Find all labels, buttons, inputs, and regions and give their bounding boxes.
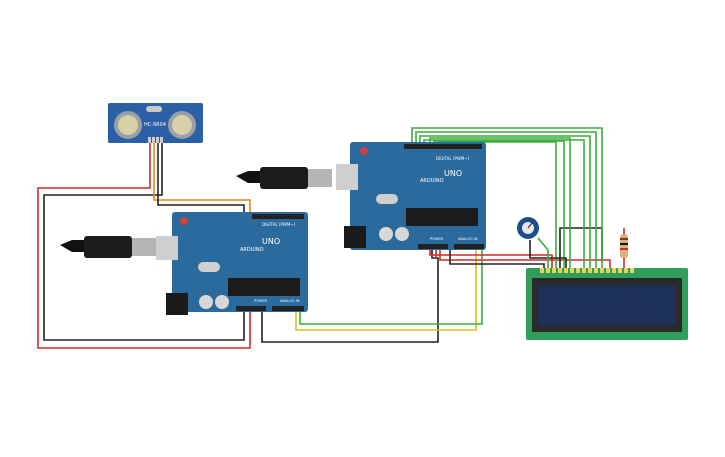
wire-black-gnd-link[interactable] (261, 247, 439, 343)
brand-label-right: ARDUINO (420, 178, 444, 184)
wire-red-lcd-a[interactable] (439, 247, 611, 268)
ultrasonic-sensor[interactable]: HC-SR04 (108, 103, 203, 143)
model-label-right: UNO (444, 169, 462, 178)
resistor[interactable] (620, 234, 628, 258)
power-label-right: POWER (430, 237, 444, 241)
wire-pot-side[interactable] (537, 237, 549, 268)
wires (37, 127, 625, 349)
wire-yellow-a4[interactable] (295, 247, 477, 331)
analog-header[interactable] (272, 306, 304, 311)
analog-header-right[interactable] (454, 244, 484, 249)
wire-black-echo[interactable] (157, 140, 245, 212)
wire-green-a5[interactable] (299, 247, 483, 325)
lcd-16x2[interactable] (526, 268, 688, 340)
wire-orange-trig[interactable] (153, 140, 251, 212)
analog-label: ANALOG IN (280, 299, 300, 303)
power-label: POWER (254, 299, 268, 303)
usb-cable-left[interactable] (60, 236, 156, 258)
wire-green-d5[interactable] (429, 137, 571, 268)
wire-green-d1[interactable] (411, 127, 603, 268)
digital-label: DIGITAL (PWM~) (262, 222, 296, 227)
brand-label: ARDUINO (240, 247, 264, 253)
arduino-uno-left[interactable]: DIGITAL (PWM~) ARDUINO UNO POWER ANALOG … (156, 212, 308, 315)
wire-green-d4[interactable] (423, 139, 585, 268)
digital-label-right: DIGITAL (PWM~) (436, 156, 470, 161)
digital-header-right[interactable] (404, 144, 482, 149)
wire-green-d6[interactable] (433, 140, 565, 268)
wire-green-d2[interactable] (415, 131, 597, 268)
analog-label-right: ANALOG IN (458, 237, 478, 241)
wire-red-lcd-vcc[interactable] (429, 247, 553, 268)
sensor-label: HC-SR04 (144, 122, 166, 128)
wire-black-lcd-gnd[interactable] (449, 247, 545, 268)
wire-green-d3[interactable] (419, 135, 591, 268)
atmega-chip-right (406, 208, 478, 226)
digital-header[interactable] (252, 214, 304, 219)
potentiometer[interactable] (517, 217, 539, 239)
power-header[interactable] (236, 306, 266, 311)
power-header-right[interactable] (418, 244, 448, 249)
wire-black-gnd[interactable] (43, 140, 245, 341)
reset-button-right[interactable] (360, 147, 368, 155)
atmega-chip (228, 278, 300, 296)
wire-red-vcc[interactable] (37, 140, 251, 349)
lcd-pin-header[interactable] (540, 268, 634, 273)
reset-button[interactable] (180, 217, 188, 225)
model-label: UNO (262, 237, 280, 246)
arduino-uno-right[interactable]: DIGITAL (PWM~) ARDUINO UNO POWER ANALOG … (336, 142, 486, 250)
lcd-screen (538, 285, 676, 325)
usb-cable-right[interactable] (236, 167, 332, 189)
